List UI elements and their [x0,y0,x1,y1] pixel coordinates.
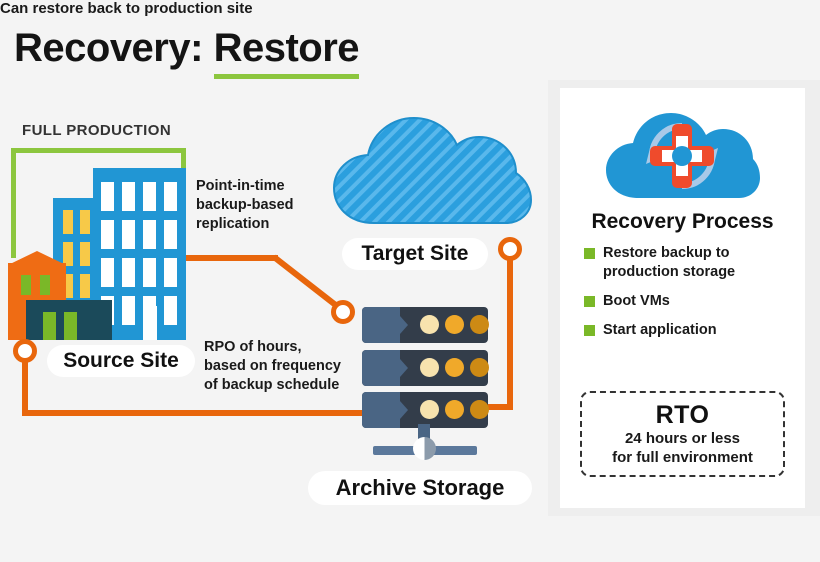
window [164,296,177,325]
recovery-process-title: Recovery Process [591,210,774,233]
bullet-marker-icon [584,324,595,336]
rto-title: RTO [655,401,710,429]
window [63,242,73,266]
window [63,274,73,298]
cloud-life-ring-recovery-icon [602,106,762,206]
building-base [26,300,112,340]
server-stand-knob [413,437,436,460]
server-indicator [470,400,489,419]
server-notch [392,350,408,386]
server-indicator [420,315,439,334]
server-indicator [420,400,439,419]
rto-line-2: for full environment [612,448,753,466]
connector-node-source [13,339,37,363]
list-item: Boot VMs [584,292,794,311]
server-unit [362,350,489,386]
list-item-label: Restore backup to production storage [603,245,736,280]
full-production-label: FULL PRODUCTION [22,122,172,139]
list-item: Restore backup to production storage [584,244,794,282]
server-indicator [445,400,464,419]
archive-storage-label: Archive Storage [308,471,532,505]
server-indicator [420,358,439,377]
server-notch [392,307,408,343]
annotation-rpo: RPO of hours, based on frequency of back… [204,339,341,394]
window [164,258,177,287]
window [122,220,135,249]
window [80,242,90,266]
window [101,182,114,211]
recovery-process-card: Recovery Process Restore backup to produ… [560,88,805,508]
bullet-marker-icon [584,248,595,259]
house-roof [8,251,66,265]
rto-line-1: 24 hours or less [624,430,741,447]
server-indicator [445,315,464,334]
annotation-replication: Point-in-time backup-based replication [196,178,294,233]
connector-node-target [331,300,355,324]
rto-callout: RTO 24 hours or less for full environmen… [580,391,785,477]
window [101,258,114,287]
window [143,220,156,249]
window [40,275,50,295]
target-site-label: Target Site [342,238,488,270]
window [164,220,177,249]
window [80,210,90,234]
server-unit [362,307,489,343]
connector-segment [22,360,28,413]
bullet-marker-icon [584,295,595,307]
server-notch [392,392,408,428]
server-indicator [470,315,489,334]
window [21,275,31,295]
list-item-label: Boot VMs [603,292,670,309]
server-indicator [470,358,489,377]
window [143,258,156,287]
source-site-label: Source Site [47,345,195,377]
annotation-restore-back: Can restore back to production site [0,0,253,17]
connector-segment [470,404,513,410]
page-title-plain: Recovery: [14,26,203,70]
window [164,182,177,211]
recovery-process-panel: Recovery Process Restore backup to produ… [548,80,820,516]
recovery-process-bullet-list: Restore backup to production storage Boo… [584,244,794,349]
connector-diagonal [272,254,344,313]
window [122,296,135,325]
server-indicator [445,358,464,377]
door [143,306,157,340]
window [143,182,156,211]
server-unit [362,392,489,428]
window [63,210,73,234]
connector-segment [507,258,513,410]
connector-segment [22,410,367,416]
page-title-underlined: Restore [213,26,360,79]
page-title: Recovery: Restore [14,26,360,79]
target-site-cloud-icon [330,108,535,233]
building-tower [93,168,186,340]
window [64,312,77,340]
connector-segment [186,255,278,261]
window [101,220,114,249]
window [43,312,56,340]
window [80,274,90,298]
list-item: Start application [584,321,794,340]
window [122,258,135,287]
list-item-label: Start application [603,321,717,338]
window [122,182,135,211]
